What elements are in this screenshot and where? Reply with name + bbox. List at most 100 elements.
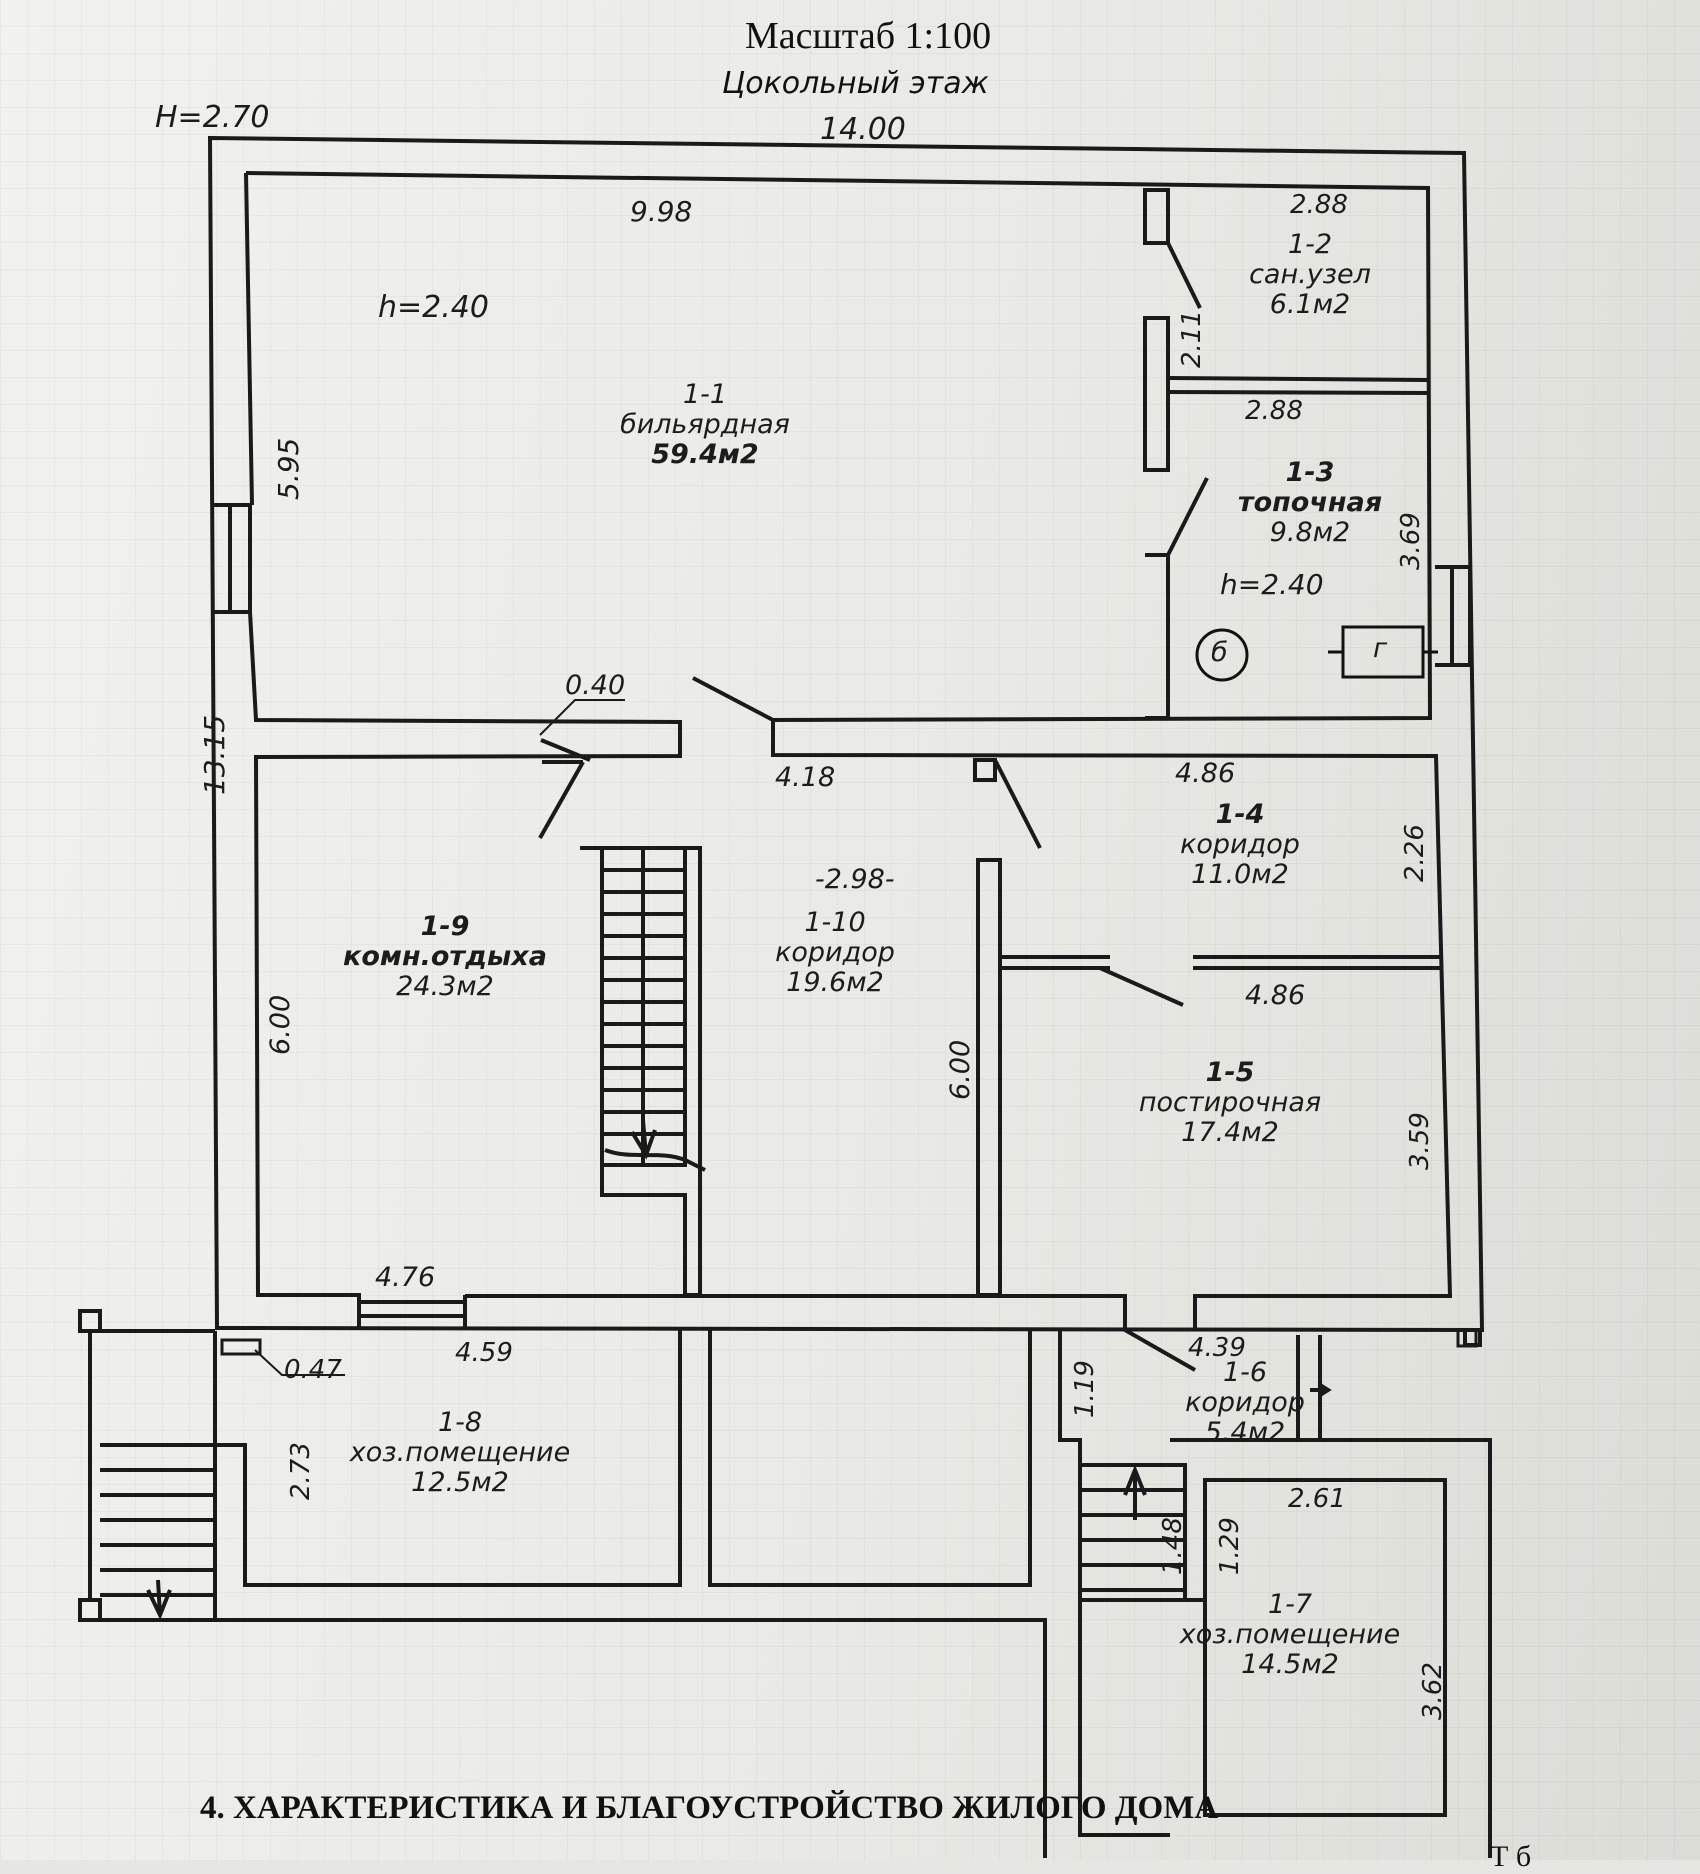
dim-3-59: 3.59 [1405, 1112, 1435, 1170]
window-left [213, 503, 252, 614]
dim-overall-length: 13.15 [198, 714, 231, 795]
middle-wall [976, 858, 1002, 1297]
scale-label: Масштаб 1:100 [745, 15, 992, 57]
dim-2-88-mid: 2.88 [1245, 396, 1303, 426]
annex-outer [100, 1618, 1047, 1858]
dim-6-00-mid: 6.00 [945, 1039, 976, 1100]
room-1-7-walls [1183, 1465, 1447, 1817]
room-area: 12.5м2 [411, 1467, 509, 1498]
dim-0-47: 0.47 [284, 1355, 342, 1385]
left-inner-wall [244, 172, 682, 1330]
room-name: комн.отдыха [343, 941, 547, 972]
section-title: 4. ХАРАКТЕРИСТИКА И БЛАГОУСТРОЙСТВО ЖИЛО… [200, 1790, 1219, 1826]
room-id: 1-10 [804, 907, 866, 938]
dim-9-98: 9.98 [630, 195, 693, 228]
stair-arrow [604, 1119, 706, 1172]
leader-0-47 [254, 1349, 345, 1376]
gas-symbol [1328, 625, 1438, 679]
partition-bathroom-horizontal [1167, 376, 1429, 395]
room-area: 17.4м2 [1181, 1117, 1279, 1148]
gas-letter: г [1373, 633, 1388, 664]
room-1-3-label: 1-3 топочная 9.8м2 [1225, 458, 1395, 548]
room-id: 1-9 [420, 911, 470, 942]
room-id: 1-5 [1205, 1057, 1255, 1088]
dim-4-86-top: 4.86 [1175, 758, 1236, 789]
partition-bathroom [1143, 188, 1170, 720]
dim-2-88-top: 2.88 [1290, 190, 1348, 220]
room-1-2-label: 1-2 сан.узел 6.1м2 [1225, 230, 1395, 320]
room-id: 1-1 [682, 379, 728, 410]
room-id: 1-6 [1222, 1357, 1268, 1388]
dim-2-73: 2.73 [286, 1442, 316, 1500]
dim-3-69: 3.69 [1396, 512, 1426, 570]
door-swing-2 [538, 676, 774, 839]
dim-2-11: 2.11 [1177, 310, 1207, 368]
stair-outline [580, 846, 702, 1297]
stair-steps [602, 846, 687, 1167]
room-1-3-height: h=2.40 [1220, 568, 1324, 601]
annex-stair-2 [1080, 1463, 1187, 1602]
dim-3-62: 3.62 [1418, 1662, 1448, 1720]
dim-2-26: 2.26 [1400, 824, 1430, 882]
room-1-4-label: 1-4 коридор 11.0м2 [1145, 800, 1335, 890]
room-id: 1-3 [1285, 457, 1335, 488]
room-1-1-label: 1-1 бильярдная 59.4м2 [600, 380, 810, 470]
dim-1-48: 1.48 [1158, 1517, 1188, 1575]
bottom-wall [357, 1294, 1197, 1330]
overall-height-label: H=2.70 [155, 100, 270, 135]
room-1-8-label: 1-8 хоз.помещение 12.5м2 [345, 1408, 575, 1498]
boiler-letter: б [1211, 637, 1228, 668]
dim-0-40: 0.40 [565, 670, 626, 701]
room-area: 5.4м2 [1204, 1417, 1286, 1448]
room-1-9-label: 1-9 комн.отдыха 24.3м2 [340, 912, 550, 1002]
window-right [1435, 565, 1472, 667]
boiler-symbol [1195, 628, 1249, 682]
room-area: 9.8м2 [1269, 517, 1351, 548]
room-name: постирочная [1138, 1087, 1322, 1118]
dim-4-76: 4.76 [375, 1262, 436, 1293]
room-name: сан.узел [1249, 259, 1371, 290]
room-area: 14.5м2 [1241, 1649, 1339, 1680]
annex-door [1296, 1335, 1332, 1440]
door-swing-1 [1166, 242, 1209, 556]
room-area: 11.0м2 [1191, 859, 1289, 890]
room-name: коридор [775, 937, 895, 968]
room-1-1-height: h=2.40 [378, 290, 489, 325]
dim-2-61: 2.61 [1288, 1484, 1346, 1514]
inner-wall-line-upper [245, 171, 1453, 1330]
room-name: бильярдная [620, 409, 790, 440]
dim-4-18: 4.18 [775, 762, 836, 793]
room-area: 24.3м2 [396, 971, 494, 1002]
dim-1-19: 1.19 [1070, 1360, 1100, 1418]
door-swing-bottom [1124, 1328, 1196, 1372]
dim-2-98: -2.98- [815, 864, 895, 895]
room-area: 19.6м2 [786, 967, 884, 998]
dim-4-59: 4.59 [455, 1338, 513, 1368]
dim-overall-width: 14.00 [820, 112, 906, 147]
dim-4-86-mid: 4.86 [1245, 980, 1306, 1011]
dim-1-29: 1.29 [1215, 1517, 1245, 1575]
annex-stair [100, 1443, 217, 1622]
room-1-6-label: 1-6 коридор 5.4м2 [1155, 1358, 1335, 1448]
room-id: 1-8 [437, 1407, 483, 1438]
room-area: 59.4м2 [651, 439, 759, 470]
partition-laundry [1000, 955, 1440, 1007]
room-id: 1-2 [1287, 229, 1333, 260]
wall-end-box-2 [1456, 1328, 1478, 1348]
room-1-10-label: 1-10 коридор 19.6м2 [735, 908, 935, 998]
room-name: коридор [1180, 829, 1300, 860]
room-id: 1-4 [1215, 799, 1265, 830]
room-name: коридор [1185, 1387, 1305, 1418]
leader-0-40 [539, 699, 625, 736]
dim-4-39: 4.39 [1188, 1333, 1246, 1363]
room-name: хоз.помещение [349, 1437, 571, 1468]
room-1-7-label: 1-7 хоз.помещение 14.5м2 [1170, 1590, 1410, 1680]
dim-6-00-left: 6.00 [265, 994, 296, 1055]
room-area: 6.1м2 [1269, 289, 1351, 320]
room-1-5-label: 1-5 постирочная 17.4м2 [1120, 1058, 1340, 1148]
dim-5-95: 5.95 [272, 437, 305, 500]
room-name: топочная [1237, 487, 1383, 518]
floor-label: Цокольный этаж [722, 66, 989, 101]
